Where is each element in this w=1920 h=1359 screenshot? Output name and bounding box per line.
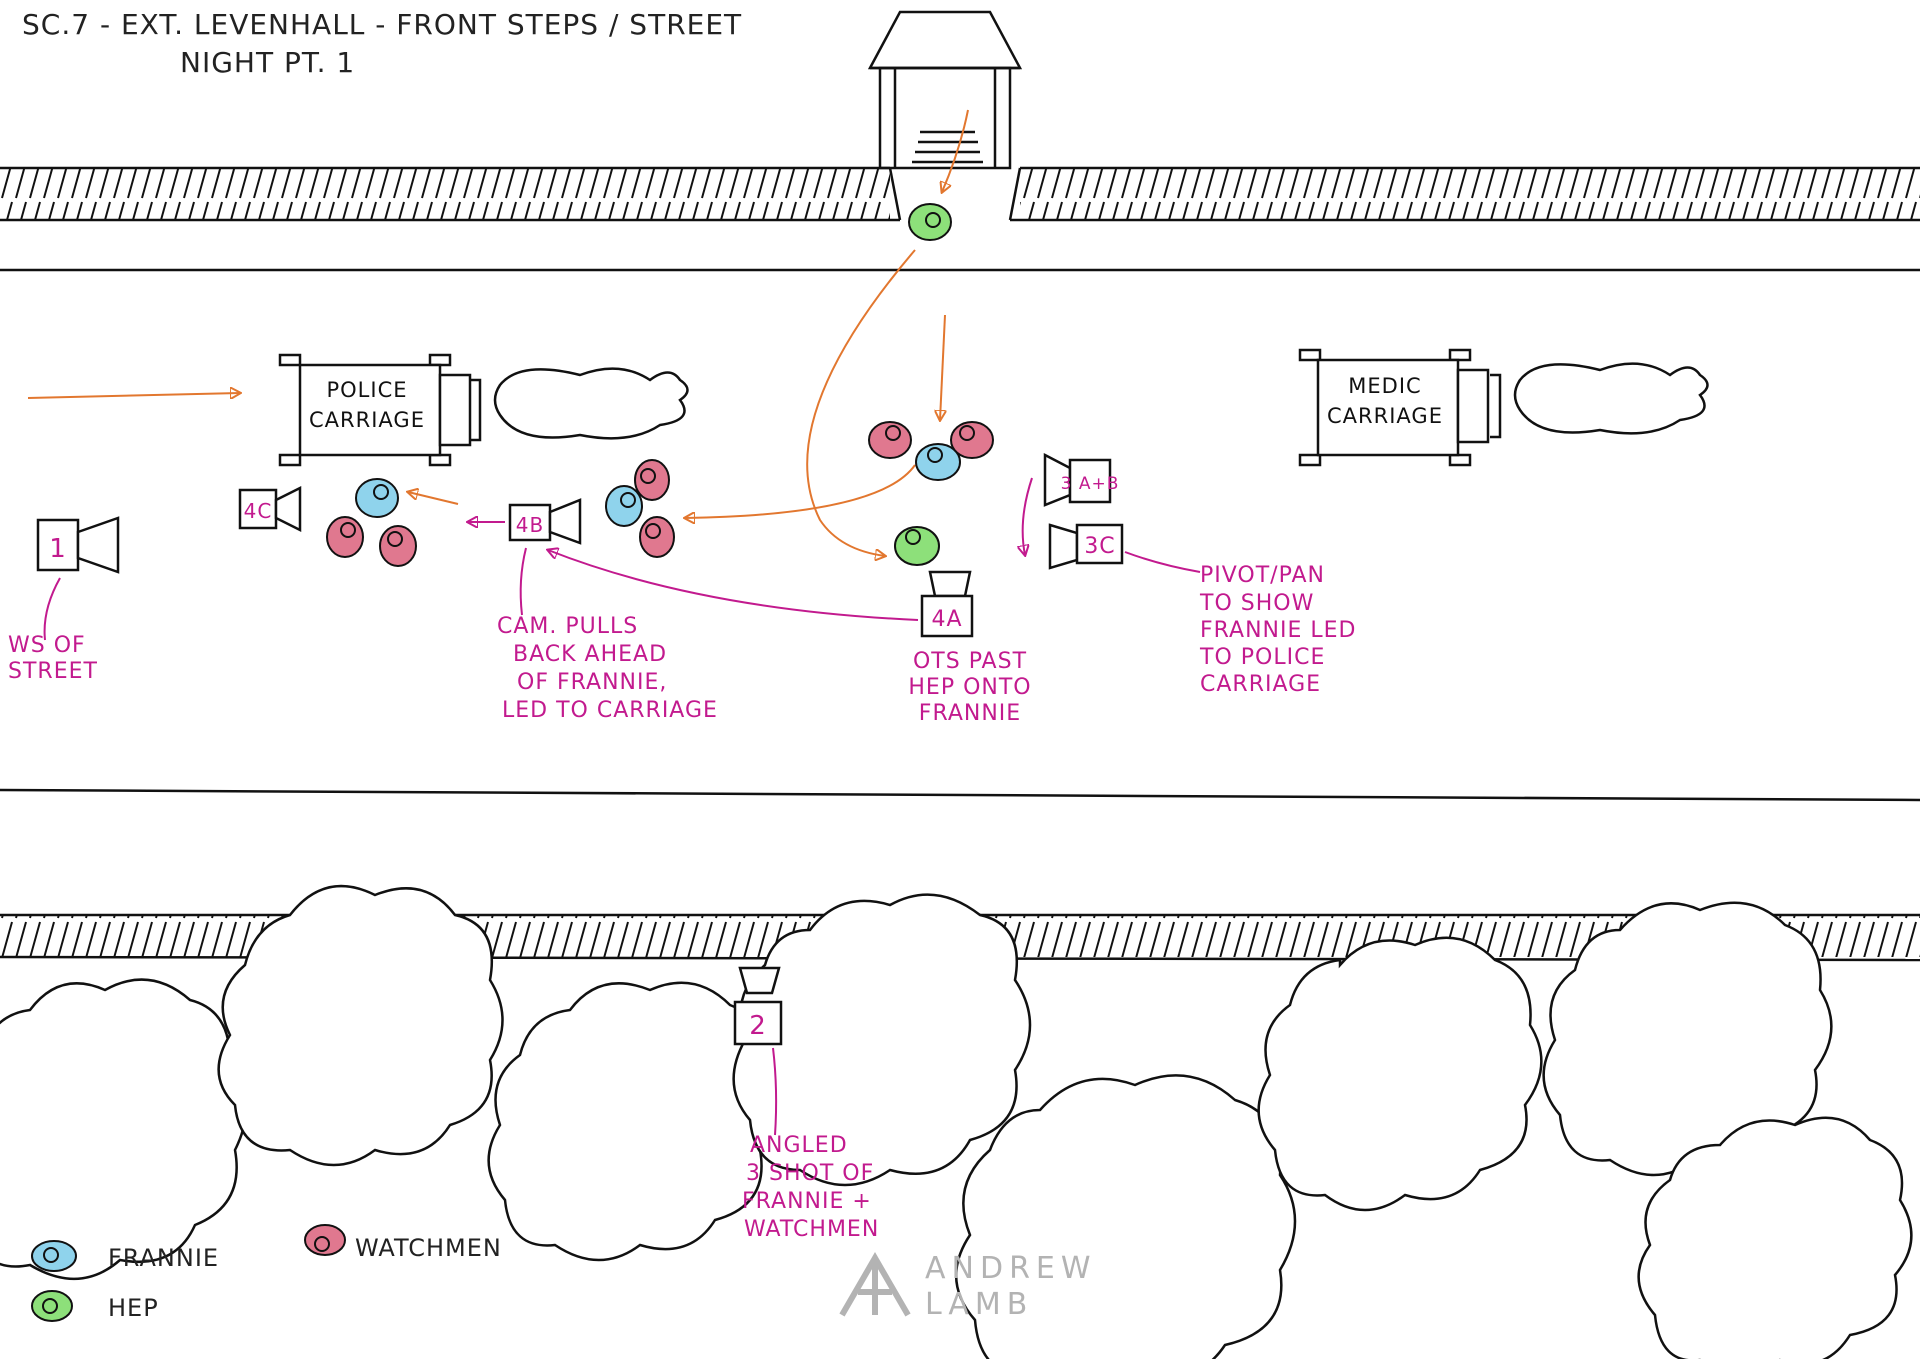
scene-title: SC.7 - EXT. LEVENHALL - FRONT STEPS / ST… bbox=[22, 8, 742, 79]
note-line: HEP ONTO bbox=[908, 675, 1031, 700]
watermark-logo bbox=[839, 1252, 911, 1317]
police-carriage-label-2: CARRIAGE bbox=[309, 408, 425, 432]
camera-4c-label: 4C bbox=[244, 499, 273, 523]
watermark: ANDREW LAMB bbox=[839, 1251, 1097, 1322]
legend-watchmen-swatch bbox=[304, 1224, 346, 1256]
watchmen-marker bbox=[950, 421, 994, 459]
camera-4b-label: 4B bbox=[516, 513, 544, 537]
hep-marker bbox=[908, 203, 952, 241]
tree bbox=[1257, 936, 1543, 1212]
watchmen-marker bbox=[639, 516, 675, 558]
camera-4c bbox=[238, 485, 302, 533]
hep-marker bbox=[894, 526, 940, 566]
movement-arrow bbox=[27, 393, 240, 398]
camera-arrow bbox=[772, 1047, 778, 1136]
movement-arrow bbox=[408, 492, 459, 505]
police-carriage-label-1: POLICE bbox=[326, 378, 407, 402]
medic-carriage bbox=[1298, 348, 1709, 467]
note-cam-pulls: CAM. PULLS BACK AHEAD OF FRANNIE, LED TO… bbox=[497, 614, 718, 723]
movement-arrow bbox=[685, 464, 916, 518]
camera-2-label: 2 bbox=[749, 1011, 767, 1041]
camera-4a bbox=[920, 570, 974, 638]
note-line: STREET bbox=[8, 659, 98, 684]
camera-4a-label: 4A bbox=[931, 607, 962, 632]
legend-hep-label: HEP bbox=[108, 1294, 159, 1322]
camera-3c bbox=[1048, 523, 1124, 570]
camera-1-label: 1 bbox=[49, 534, 67, 564]
frannie-marker bbox=[915, 443, 961, 481]
note-line: ANGLED bbox=[750, 1133, 848, 1158]
title-line-2: NIGHT PT. 1 bbox=[180, 46, 355, 79]
movement-arrow bbox=[940, 314, 945, 420]
note-ots: OTS PAST HEP ONTO FRANNIE bbox=[908, 649, 1031, 726]
watermark-line-1: ANDREW bbox=[925, 1251, 1097, 1286]
legend-hep-swatch bbox=[31, 1290, 73, 1322]
watchmen-marker bbox=[634, 459, 670, 501]
camera-arrow bbox=[43, 577, 61, 641]
tree bbox=[217, 884, 504, 1167]
trees bbox=[0, 884, 1913, 1359]
note-pivot-pan: PIVOT/PAN TO SHOW FRANNIE LED TO POLICE … bbox=[1199, 563, 1357, 697]
camera-4b bbox=[508, 498, 582, 545]
legend-frannie-swatch bbox=[31, 1240, 77, 1272]
camera-2 bbox=[733, 966, 783, 1046]
watchmen-marker bbox=[326, 516, 364, 558]
medic-carriage-label-2: CARRIAGE bbox=[1327, 404, 1443, 428]
movement-arrow bbox=[942, 109, 969, 192]
street-bottom-edge bbox=[0, 788, 1920, 802]
camera-3ab bbox=[1043, 452, 1112, 507]
note-line: TO POLICE bbox=[1199, 645, 1325, 670]
frannie-marker bbox=[605, 485, 643, 527]
frannie-marker bbox=[355, 478, 399, 518]
tree bbox=[1637, 1116, 1913, 1359]
camera-3ab-label: 3 A+B bbox=[1061, 474, 1120, 494]
legend-frannie-label: FRANNIE bbox=[108, 1244, 219, 1272]
police-carriage bbox=[278, 353, 689, 467]
watermark-line-2: LAMB bbox=[925, 1287, 1033, 1322]
note-line: FRANNIE + bbox=[742, 1189, 872, 1214]
note-line: OTS PAST bbox=[913, 649, 1027, 674]
camera-1 bbox=[36, 516, 120, 574]
tree bbox=[487, 981, 778, 1262]
note-ws-of-street: WS OF STREET bbox=[8, 633, 98, 684]
watchmen-marker bbox=[379, 525, 417, 567]
top-fence bbox=[0, 166, 1920, 222]
movement-arrow bbox=[806, 249, 916, 556]
note-line: BACK AHEAD bbox=[513, 642, 667, 667]
camera-3c-label: 3C bbox=[1084, 534, 1115, 559]
medic-carriage-label-1: MEDIC bbox=[1348, 374, 1421, 398]
camera-arrows bbox=[43, 477, 1201, 1136]
note-line: WS OF bbox=[8, 633, 86, 658]
legend bbox=[31, 1224, 346, 1322]
levenhall-front-steps bbox=[867, 10, 1023, 170]
camera-arrow bbox=[1124, 551, 1201, 573]
note-angled-3-shot: ANGLED 3 SHOT OF FRANNIE + WATCHMEN bbox=[742, 1133, 879, 1242]
camera-arrow bbox=[548, 550, 919, 621]
watchmen-marker bbox=[868, 421, 912, 459]
tree bbox=[0, 978, 248, 1281]
note-line: LED TO CARRIAGE bbox=[502, 698, 718, 723]
cameras bbox=[36, 452, 1124, 1046]
note-line: PIVOT/PAN bbox=[1200, 563, 1325, 588]
note-line: FRANNIE LED bbox=[1200, 618, 1357, 643]
note-line: OF FRANNIE, bbox=[517, 670, 667, 695]
note-line: FRANNIE bbox=[919, 701, 1021, 726]
note-line: CAM. PULLS bbox=[497, 614, 638, 639]
legend-watchmen-label: WATCHMEN bbox=[355, 1234, 502, 1262]
camera-arrow bbox=[1023, 477, 1033, 555]
movement-arrows bbox=[27, 109, 969, 556]
characters bbox=[326, 203, 994, 567]
camera-arrow bbox=[519, 547, 527, 616]
note-line: WATCHMEN bbox=[744, 1217, 879, 1242]
title-line-1: SC.7 - EXT. LEVENHALL - FRONT STEPS / ST… bbox=[22, 8, 742, 41]
tree bbox=[955, 1074, 1297, 1359]
note-line: TO SHOW bbox=[1199, 591, 1314, 616]
note-line: 3 SHOT OF bbox=[746, 1161, 874, 1186]
note-line: CARRIAGE bbox=[1200, 672, 1321, 697]
